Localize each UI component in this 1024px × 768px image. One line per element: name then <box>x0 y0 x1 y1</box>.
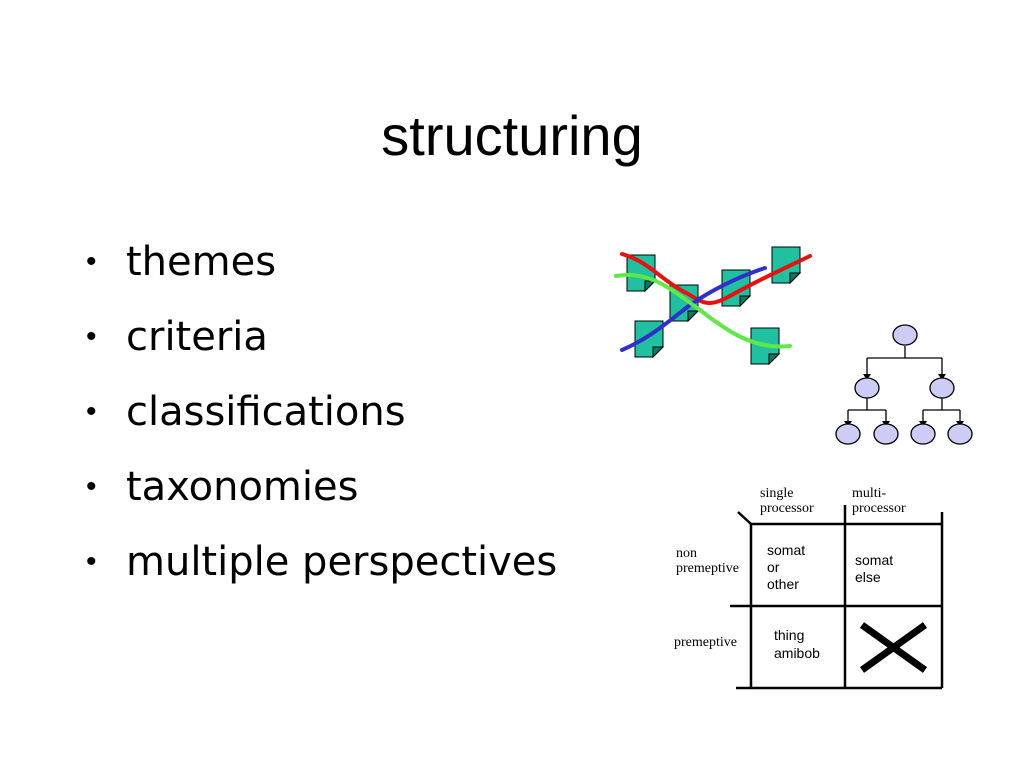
row-header-preemptive: premeptive <box>674 635 737 650</box>
tree-node <box>892 324 918 346</box>
bullet-text: multiple perspectives <box>126 538 558 585</box>
bullet-marker: • <box>86 469 97 503</box>
cell-r1c2-line2: else <box>855 569 881 585</box>
tree-node <box>947 423 973 445</box>
cell-r1c2-line1: somat <box>855 552 893 568</box>
col-header-single-line1: single <box>760 486 793 501</box>
cell-r2c1-line2: amibob <box>774 645 820 661</box>
col-header-multi-line1: multi- <box>852 486 887 501</box>
document-icon <box>771 246 802 285</box>
bullet-marker: • <box>86 394 97 428</box>
cell-r1c1-line1: somat <box>767 542 805 558</box>
col-header-multi-line2: processor <box>852 501 906 516</box>
cell-r1c1-line3: other <box>767 576 799 592</box>
bullet-text: classifications <box>126 388 406 435</box>
bullet-item-taxonomies: • taxonomies <box>86 449 557 524</box>
slide-title: structuring <box>381 104 643 167</box>
tree-node <box>873 423 899 445</box>
cell-r1c1-line2: or <box>767 559 780 575</box>
strand-red <box>620 252 812 305</box>
bullet-item-themes: • themes <box>86 224 557 299</box>
document-icon <box>626 254 657 293</box>
bullet-marker: • <box>86 319 97 353</box>
cross-mark-icon <box>859 622 928 673</box>
tree-diagram <box>835 324 973 445</box>
themes-illustration <box>614 246 812 366</box>
row-header-nonpreemptive-line2: premeptive <box>676 561 739 576</box>
document-icon <box>634 320 665 359</box>
bullet-text: themes <box>126 238 277 285</box>
strand-green <box>614 272 792 349</box>
cell-r2c1-line1: thing <box>774 627 804 643</box>
tree-node <box>835 423 861 445</box>
bullet-list: • themes • criteria • classifications • … <box>86 224 557 599</box>
bullet-text: criteria <box>126 313 268 360</box>
bullet-marker: • <box>86 244 97 278</box>
col-header-single-line2: processor <box>760 501 814 516</box>
bullet-text: taxonomies <box>126 463 359 510</box>
bullet-marker: • <box>86 544 97 578</box>
tree-node <box>854 377 880 399</box>
classification-grid: single processor multi- processor non pr… <box>674 486 944 690</box>
row-header-nonpreemptive-line1: non <box>676 546 697 561</box>
bullet-item-criteria: • criteria <box>86 299 557 374</box>
tree-node <box>929 377 955 399</box>
bullet-item-multiple-perspectives: • multiple perspectives <box>86 524 557 599</box>
bullet-item-classifications: • classifications <box>86 374 557 449</box>
tree-node <box>910 423 936 445</box>
